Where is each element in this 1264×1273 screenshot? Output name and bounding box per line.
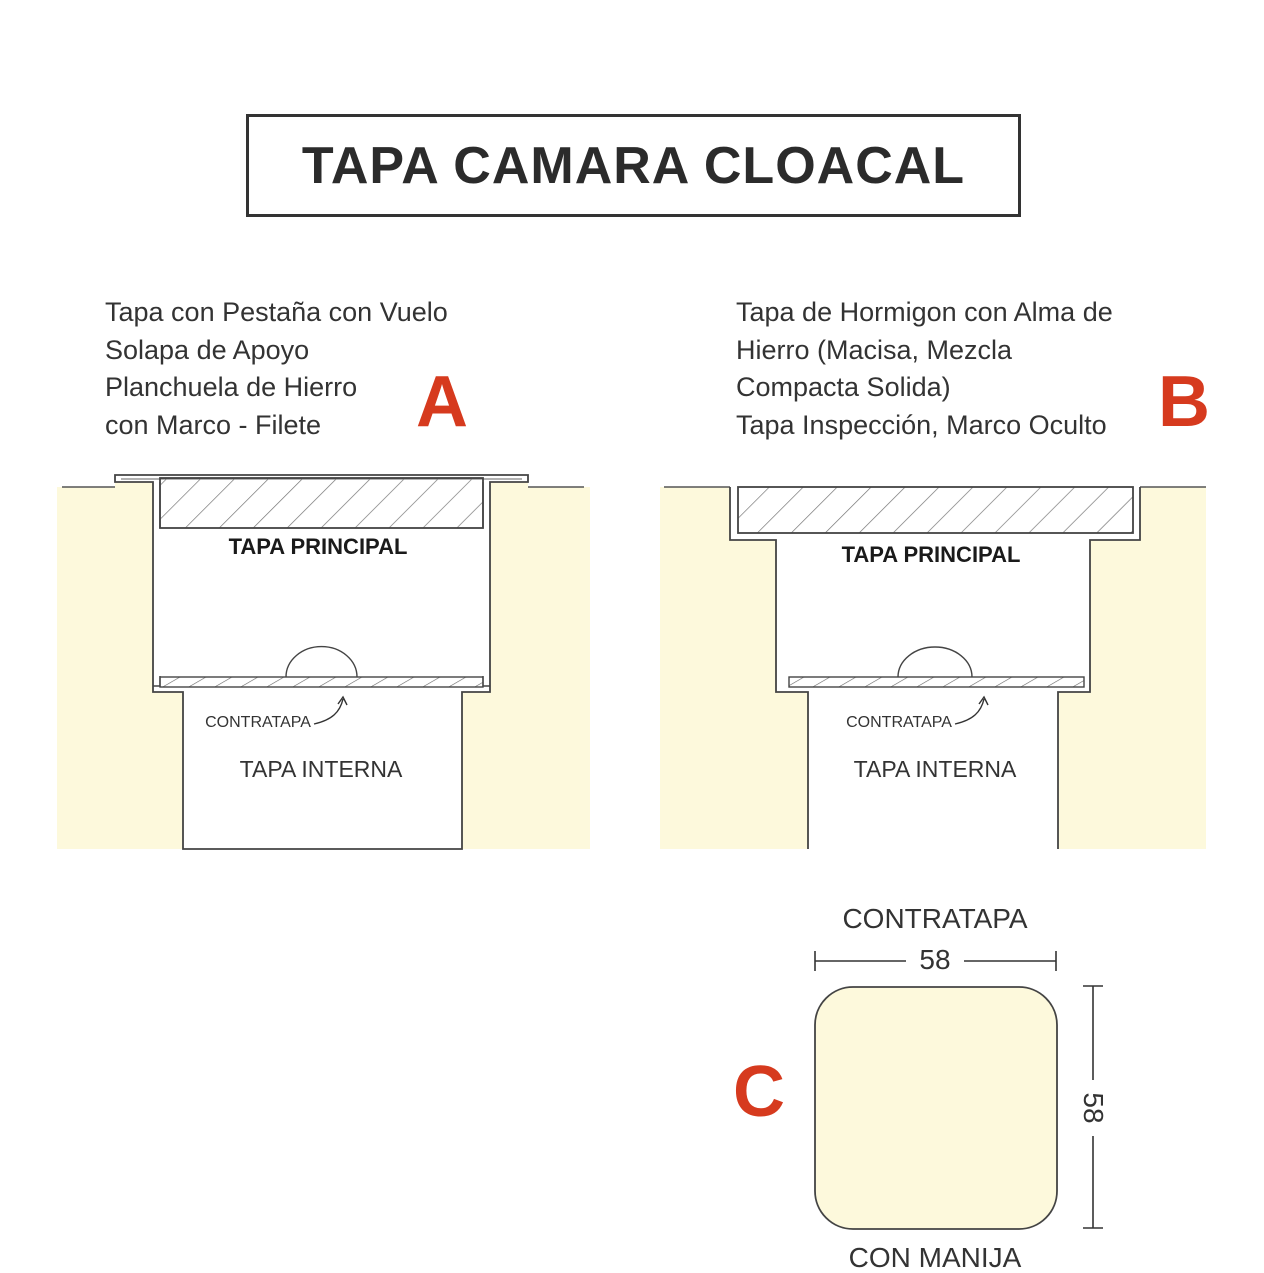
description-a: Tapa con Pestaña con Vuelo Solapa de Apo… [105,294,448,444]
letter-b: B [1158,362,1210,442]
description-a-line: Solapa de Apoyo [105,334,310,365]
handle-b [897,646,973,678]
counter-lid-square [814,986,1058,1230]
description-a-line: Planchuela de Hierro [105,372,358,402]
diagram-b [660,486,1206,849]
letter-c: C [733,1052,785,1132]
label-main-lid-b: TAPA PRINCIPAL [841,542,1021,567]
label-counter-lid-b: CONTRATAPA [846,714,952,731]
frame-b [729,487,1141,849]
soil-right-b [1058,487,1206,849]
frame-flange-a [114,474,529,850]
description-b-line: Compacta Solida) [736,372,951,402]
main-lid-a [159,477,484,529]
page-title: TAPA CAMARA CLOACAL [301,136,966,195]
description-a-line: con Marco - Filete [105,409,322,440]
main-lid-b [737,486,1134,534]
label-with-handle: CON MANIJA [848,1242,1022,1273]
soil-left-a [57,482,183,849]
dimension-height: 58 [1078,1092,1109,1124]
description-b: Tapa de Hormigon con Alma de Hierro (Mac… [736,294,1113,444]
description-b-line: Tapa de Hormigon con Alma de [736,297,1113,327]
description-b-line: Tapa Inspección, Marco Oculto [736,409,1107,440]
description-a-line: Tapa con Pestaña con Vuelo [105,297,448,327]
counter-lid-b [788,676,1085,688]
handle-a [285,645,358,678]
description-b-line: Hierro (Macisa, Mezcla [736,334,1013,365]
label-counter-lid-a: CONTRATAPA [205,714,311,731]
label-inner-lid-b: TAPA INTERNA [853,756,1017,782]
label-main-lid-a: TAPA PRINCIPAL [228,534,408,559]
soil-right-a [462,482,590,849]
letter-a: A [416,362,468,442]
diagram-c [814,951,1103,1230]
diagram-a [57,474,590,850]
soil-left-b [660,487,808,849]
label-counter-lid-c: CONTRATAPA [842,903,1028,934]
title-box: TAPA CAMARA CLOACAL [246,114,1021,217]
dimension-width: 58 [919,944,951,975]
counter-lid-a [159,676,484,688]
label-inner-lid-a: TAPA INTERNA [239,756,403,782]
